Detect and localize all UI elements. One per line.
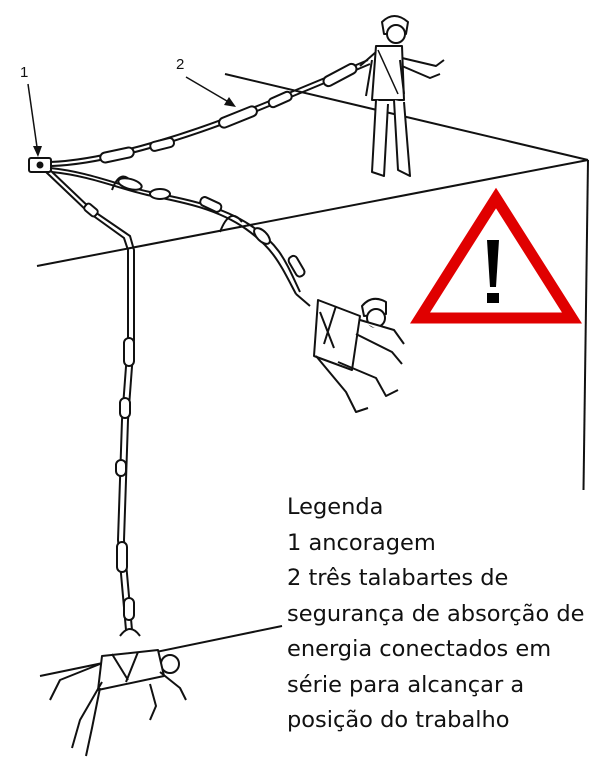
ground-line <box>39 625 283 677</box>
legend-title: Legenda <box>287 494 384 520</box>
callout-arrow-1 <box>27 83 39 155</box>
lanyard-connectors-middle <box>117 177 306 278</box>
lanyard-connectors-lower <box>83 202 141 637</box>
legend: Legenda 1 ancoragem 2 três talabartes de… <box>287 490 607 739</box>
legend-line: série para alcançar a <box>287 671 525 698</box>
lanyards-callout-number: 2 <box>176 56 185 73</box>
fallen-worker <box>49 649 187 757</box>
legend-line: energia conectados em <box>287 636 552 662</box>
anchorage-callout-number: 1 <box>20 64 29 81</box>
swinging-worker <box>295 293 405 413</box>
lanyard-to-standing-worker <box>49 59 371 167</box>
legend-line: 1 ancoragem <box>287 529 436 556</box>
lanyard-to-swinging-worker <box>49 167 301 295</box>
standing-worker <box>359 15 445 177</box>
legend-line: posição do trabalho <box>287 707 510 733</box>
legend-line: segurança de absorção de <box>287 600 585 627</box>
warning-triangle-icon <box>410 187 582 324</box>
legend-line: 2 três talabartes de <box>287 565 509 591</box>
anchorage-point <box>28 157 52 173</box>
callout-arrow-2 <box>185 76 233 105</box>
lanyard-connectors-top <box>99 62 358 164</box>
